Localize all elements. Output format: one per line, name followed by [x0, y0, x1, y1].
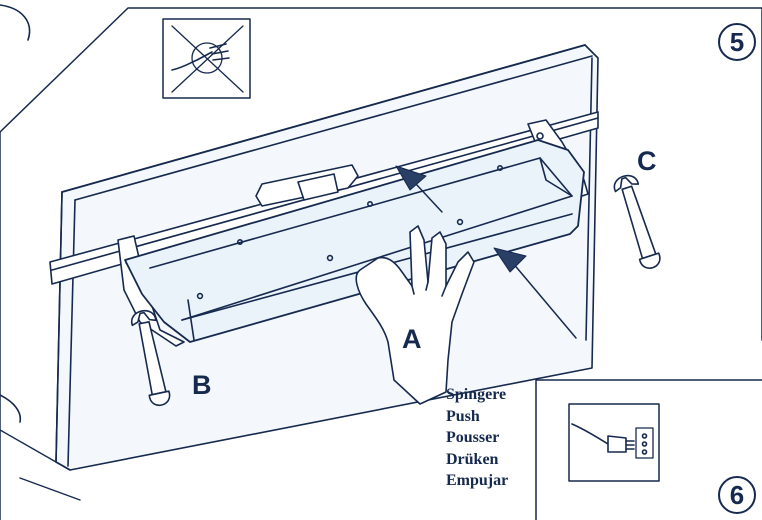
wall-panel [0, 7, 762, 520]
push-word-german: Drüken [446, 450, 499, 468]
wrench-c [613, 174, 661, 269]
step-number-5: 5 [718, 23, 756, 61]
push-word-english: Push [446, 407, 480, 425]
push-instruction-words: Spingere Push Pousser Drüken Empujar [446, 384, 508, 492]
plug-into-socket-icon [568, 403, 660, 482]
label-c: C [637, 146, 657, 176]
wall-lower-edge [0, 429, 81, 501]
label-b: B [192, 370, 212, 400]
push-word-french: Pousser [446, 429, 500, 446]
step6-frame [535, 379, 762, 520]
step-number-6: 6 [718, 476, 756, 514]
label-a: A [402, 324, 422, 354]
previous-step-fragment [0, 4, 31, 41]
push-arrow-upper [395, 165, 443, 213]
wrench-b [131, 310, 171, 406]
push-arrow-lower [493, 247, 577, 339]
previous-step-fragment-lower [0, 394, 22, 423]
push-word-spanish: Empujar [446, 472, 509, 489]
top-clip [255, 164, 359, 207]
unplugged-plug-crossed-icon [162, 18, 251, 99]
hand-icon [355, 225, 475, 405]
push-word-italian: Spingere [446, 386, 507, 403]
